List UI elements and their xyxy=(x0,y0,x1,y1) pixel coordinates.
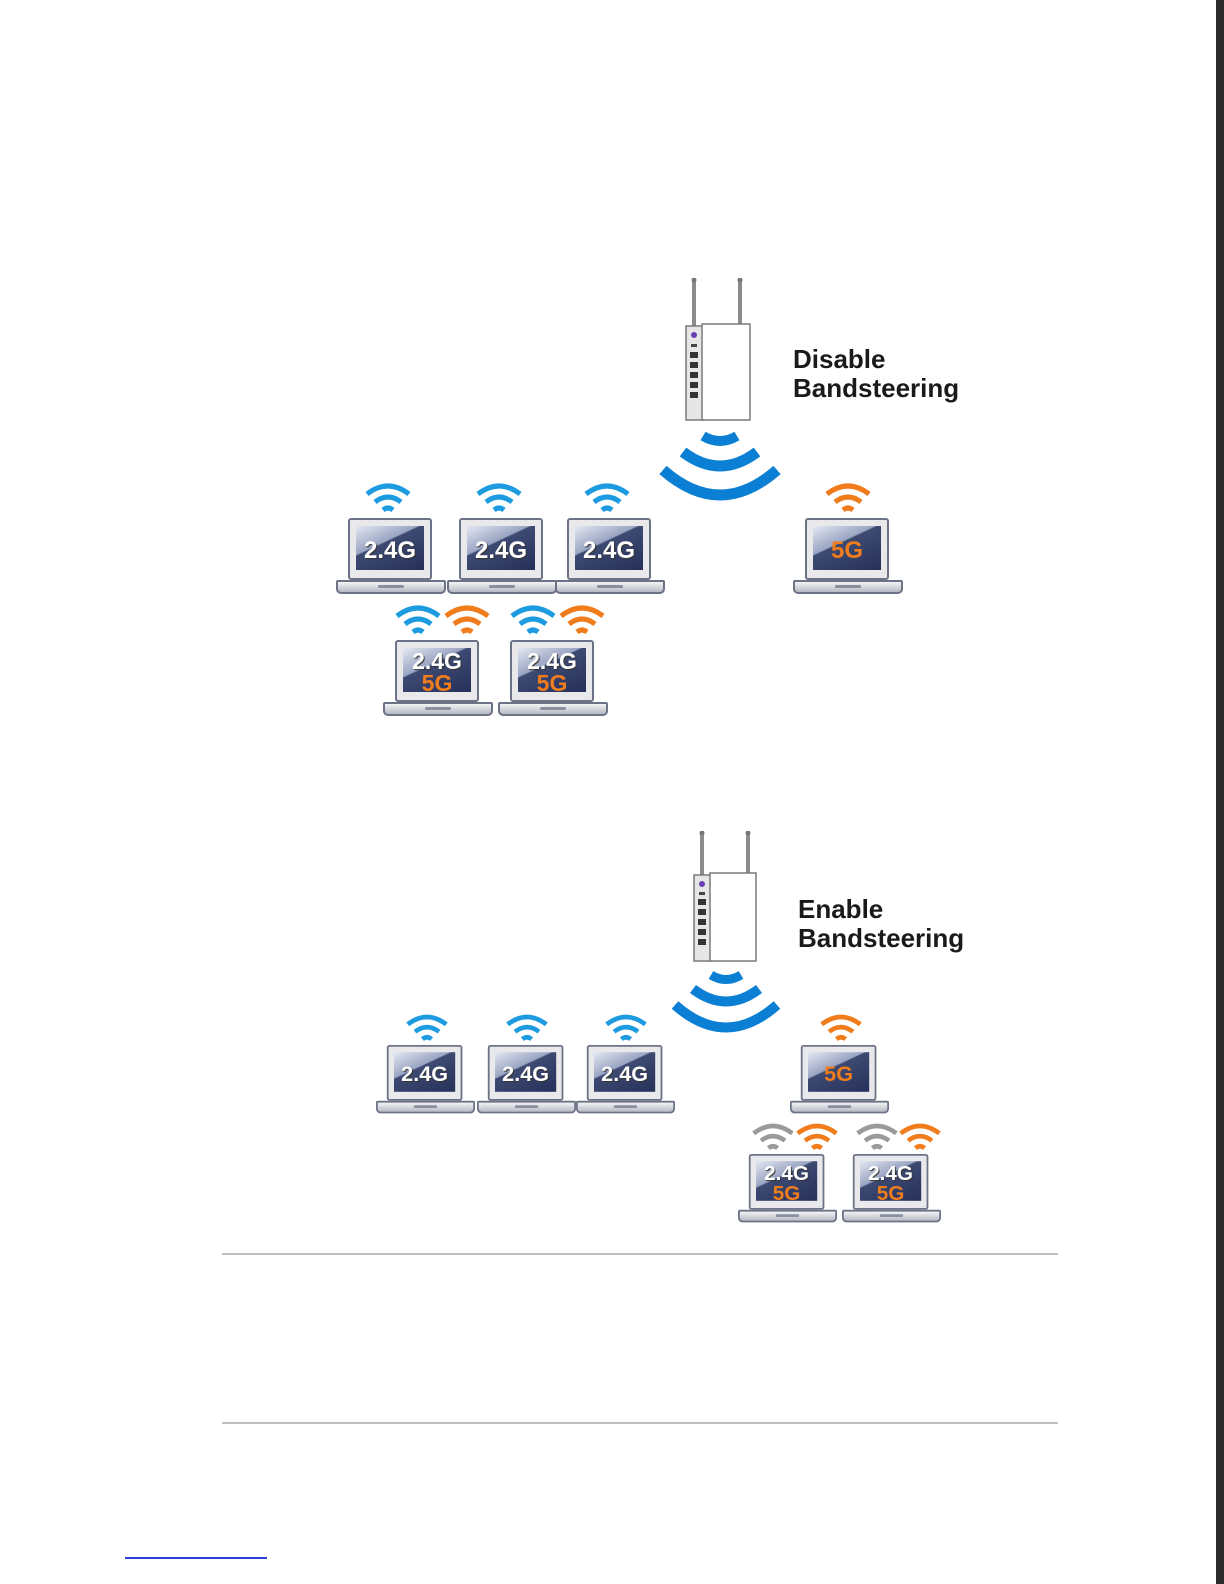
caption-line-1: Disable xyxy=(793,345,959,374)
router-icon xyxy=(680,278,760,430)
band-label-5g: 5G xyxy=(518,670,586,692)
wifi-24g-icon xyxy=(504,1013,550,1043)
band-label-24g: 2.4G xyxy=(495,1062,556,1087)
band-label-24g: 2.4G xyxy=(356,537,424,565)
wifi-24g-icon xyxy=(363,482,413,514)
caption-line-1: Enable xyxy=(798,895,964,924)
wifi-5g-icon xyxy=(794,1122,840,1152)
router-signal-icon xyxy=(668,968,784,1036)
laptop: 2.4G 5G xyxy=(738,1154,837,1233)
router-icon xyxy=(688,831,768,969)
divider-top xyxy=(222,1253,1058,1255)
diagram-disable-bandsteering: Disable Bandsteering 2.4G 2.4G 2.4 xyxy=(0,270,1224,740)
footer-link-underline[interactable] xyxy=(125,1557,267,1559)
divider-bottom xyxy=(222,1422,1058,1424)
laptop: 2.4G xyxy=(447,518,557,606)
wifi-inactive-24g-icon xyxy=(854,1122,900,1152)
laptop: 2.4G xyxy=(376,1045,475,1124)
wifi-5g-icon xyxy=(823,482,873,514)
band-label-24g: 2.4G xyxy=(575,537,643,565)
wifi-24g-icon xyxy=(393,604,443,636)
laptop: 2.4G xyxy=(477,1045,576,1124)
laptop: 2.4G xyxy=(576,1045,675,1124)
laptop: 2.4G 5G xyxy=(383,640,493,728)
caption-line-2: Bandsteering xyxy=(798,924,964,953)
wifi-24g-icon xyxy=(603,1013,649,1043)
wifi-5g-icon xyxy=(442,604,492,636)
wifi-24g-icon xyxy=(582,482,632,514)
caption-line-2: Bandsteering xyxy=(793,374,959,403)
laptop: 2.4G xyxy=(336,518,446,606)
laptop: 5G xyxy=(793,518,903,606)
wifi-5g-icon xyxy=(897,1122,943,1152)
wifi-24g-icon xyxy=(474,482,524,514)
laptop: 2.4G 5G xyxy=(842,1154,941,1233)
band-label-5g: 5G xyxy=(756,1181,817,1201)
band-label-24g: 2.4G xyxy=(467,537,535,565)
diagram-enable-bandsteering: Enable Bandsteering 2.4G 2.4G 2.4G xyxy=(0,825,1224,1245)
caption-disable: Disable Bandsteering xyxy=(793,345,959,403)
band-label-5g: 5G xyxy=(808,1062,869,1087)
wifi-5g-icon xyxy=(818,1013,864,1043)
caption-enable: Enable Bandsteering xyxy=(798,895,964,953)
band-label-5g: 5G xyxy=(860,1181,921,1201)
band-label-24g: 2.4G xyxy=(594,1062,655,1087)
wifi-inactive-24g-icon xyxy=(750,1122,796,1152)
band-label-5g: 5G xyxy=(403,670,471,692)
wifi-24g-icon xyxy=(404,1013,450,1043)
laptop: 5G xyxy=(790,1045,889,1124)
wifi-5g-icon xyxy=(557,604,607,636)
band-label-5g: 5G xyxy=(813,537,881,565)
router-signal-icon xyxy=(655,428,785,506)
laptop: 2.4G xyxy=(555,518,665,606)
laptop: 2.4G 5G xyxy=(498,640,608,728)
page-edge-bar xyxy=(1216,0,1224,1584)
wifi-24g-icon xyxy=(508,604,558,636)
band-label-24g: 2.4G xyxy=(394,1062,455,1087)
